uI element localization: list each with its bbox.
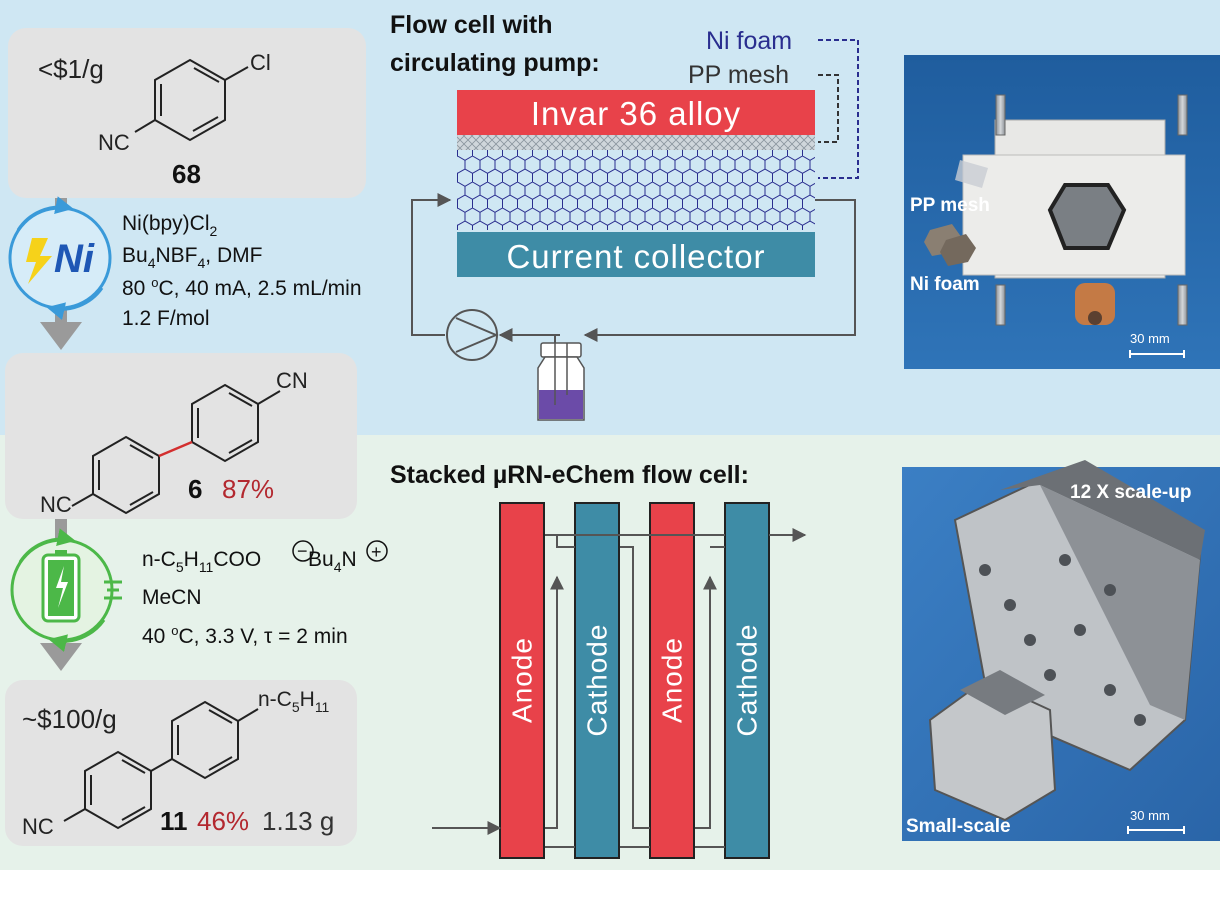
pp-mesh-leader [818,74,839,143]
svg-text:circulating pump:: circulating pump: [390,49,600,77]
bolt-icon [56,566,68,608]
compound-11-box: ~$100/g n-C5H11 NC 11 46% 1.13 g [5,680,357,846]
nitrile-label: NC [98,130,130,155]
pp-mesh-layer [457,135,815,150]
nitrile-label-top: CN [276,368,308,393]
charge-circles: − Bu4N + [292,540,388,575]
compound-number-6: 6 [188,474,202,504]
stacked-plates: Anode Cathode Anode Cathode [499,502,770,859]
photo-ni-foam-label: Ni foam [910,274,980,295]
small-scale-label: Small-scale [906,816,1011,837]
flow-cell-photo: PP mesh Ni foam 30 mm [904,55,1220,369]
svg-text:Flow cell with: Flow cell with [390,11,553,39]
compound-6-box: CN NC 6 87% [5,353,357,519]
product-mass: 1.13 g [262,806,334,836]
svg-text:40 oC, 3.3 V, τ = 2 min: 40 oC, 3.3 V, τ = 2 min [142,623,348,648]
collector-plate [457,232,815,277]
ni-symbol: Ni [54,237,95,281]
plate-label-2: Cathode [582,624,613,737]
bottom-margin [0,870,1220,915]
step2-conditions: n-C5H11COO MeCN 40 oC, 3.3 V, τ = 2 min [142,548,348,648]
ni-foam-label: Ni foam [706,27,792,55]
ni-foam-layer [457,150,815,230]
plate-anode-3 [649,502,695,859]
plate-label-4: Cathode [732,624,763,737]
compound-number-11: 11 [160,806,188,836]
chloro-label: Cl [250,50,271,75]
svg-text:Bu4NBF4, DMF: Bu4NBF4, DMF [122,244,262,271]
stacked-flow-path [432,528,807,848]
minus-charge: − [297,541,308,561]
nitrile-label-product: NC [22,814,54,839]
svg-text:Ni(bpy)Cl2: Ni(bpy)Cl2 [122,212,218,239]
benzene-ring [134,58,249,142]
lightning-icon [26,238,52,284]
price-high: ~$100/g [22,704,117,734]
step1-conditions: Ni(bpy)Cl2 Bu4NBF4, DMF 80 oC, 40 mA, 2.… [122,212,362,330]
pp-mesh-label: PP mesh [688,61,789,89]
price-low: <$1/g [38,54,104,84]
collector-label: Current collector [506,238,765,275]
svg-text:n-C5H11COO: n-C5H11COO [142,548,261,575]
stacked-cell-title: Stacked µRN-eChem flow cell: [390,461,749,489]
svg-text:80 oC, 40 mA, 2.5 mL/min: 80 oC, 40 mA, 2.5 mL/min [122,275,362,300]
svg-text:1.2 F/mol: 1.2 F/mol [122,307,210,330]
plate-cathode-4 [724,502,770,859]
pump-icon [446,309,499,361]
plate-cathode-2 [574,502,620,859]
ni-foam-leader [818,39,859,179]
reservoir-vial [537,342,585,421]
compound-68-box: <$1/g Cl NC 68 [8,28,366,198]
invar-plate [457,90,815,135]
scaleup-label: 12 X scale-up [1070,482,1191,503]
photo-top-scale: 30 mm [1130,331,1170,346]
down-arrow-1 [40,322,82,350]
yield-11: 46% [197,806,249,836]
nitrile-label-bottom: NC [40,492,72,517]
svg-text:Bu4N: Bu4N [308,548,357,575]
scale-bar-bottom [1127,826,1185,834]
electrochemical-battery-icon [10,528,122,652]
photo-pp-mesh-label: PP mesh [910,195,990,216]
svg-text:MeCN: MeCN [142,586,202,609]
plate-label-1: Anode [507,637,538,723]
svg-text:n-C5H11: n-C5H11 [258,688,330,715]
ni-electrocatalysis-icon: Ni [8,196,112,320]
flow-cell-title: Flow cell with circulating pump: [390,11,600,77]
yield-6: 87% [222,474,274,504]
invar-label: Invar 36 alloy [531,95,741,132]
plus-charge: + [371,542,382,562]
scale-bar-top [1129,350,1185,358]
scaleup-photo: 12 X scale-up Small-scale 30 mm [902,460,1220,841]
plate-label-3: Anode [657,637,688,723]
compound-number-68: 68 [172,159,201,189]
photo-bottom-scale: 30 mm [1130,808,1170,823]
plate-anode-1 [499,502,545,859]
circulation-loop [411,193,856,345]
new-cc-bond [158,440,193,458]
